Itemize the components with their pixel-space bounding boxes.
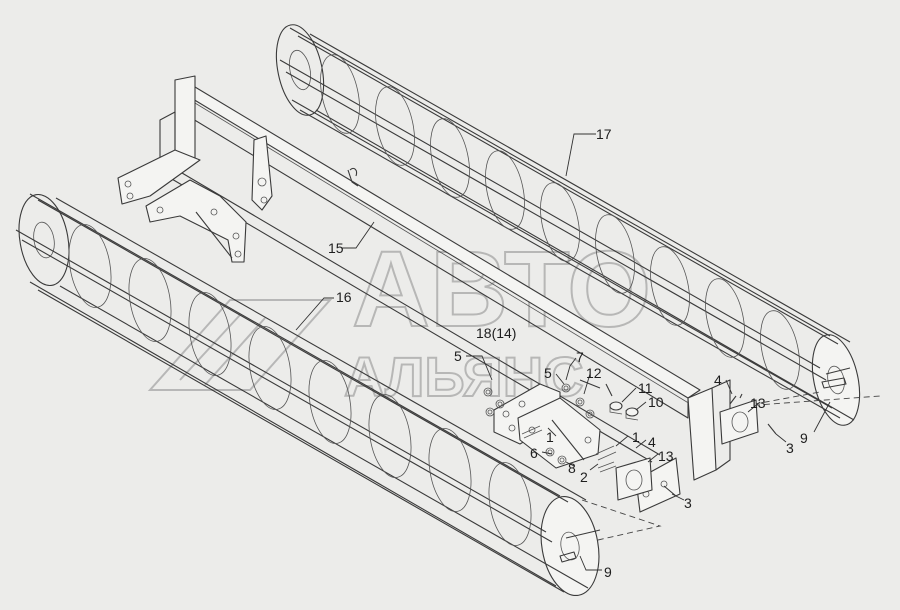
- main-frame: [117, 75, 731, 513]
- callout-15: 15: [328, 240, 344, 256]
- callout-13-upper: 13: [750, 395, 766, 411]
- callout-3-upper: 3: [786, 440, 794, 456]
- callout-17: 17: [596, 126, 612, 142]
- callout-12: 12: [586, 365, 602, 381]
- callout-11: 11: [638, 380, 653, 396]
- callouts: 17 15 16 18(14) 5 5 7 12 11 10 4 13 3 9 …: [328, 126, 808, 580]
- front-roller: [15, 193, 662, 597]
- callout-3-lower: 3: [684, 495, 692, 511]
- callout-9-upper: 9: [800, 430, 808, 446]
- callout-4-lower: 4: [648, 434, 656, 450]
- leader-lines: [295, 133, 831, 571]
- callout-8: 8: [568, 460, 576, 476]
- bearing-bracket-assembly: [483, 379, 777, 501]
- callout-4-upper: 4: [714, 372, 722, 388]
- callout-5-left: 5: [454, 348, 462, 364]
- callout-2: 2: [580, 469, 588, 485]
- callout-1-right: 1: [632, 429, 640, 445]
- callout-5-right: 5: [544, 365, 552, 381]
- watermark-line1: АВТО: [352, 228, 651, 349]
- callout-13-lower: 13: [658, 448, 674, 464]
- callout-1-left: 1: [546, 429, 554, 445]
- callout-10: 10: [648, 394, 664, 410]
- callout-16: 16: [336, 289, 352, 305]
- callout-18-14: 18(14): [476, 325, 516, 341]
- callout-6: 6: [530, 445, 538, 461]
- watermark-logo: АВТО АЛЬЯНС: [147, 227, 652, 409]
- callout-9-lower: 9: [604, 564, 612, 580]
- callout-7: 7: [576, 349, 584, 365]
- rear-roller: [275, 24, 881, 426]
